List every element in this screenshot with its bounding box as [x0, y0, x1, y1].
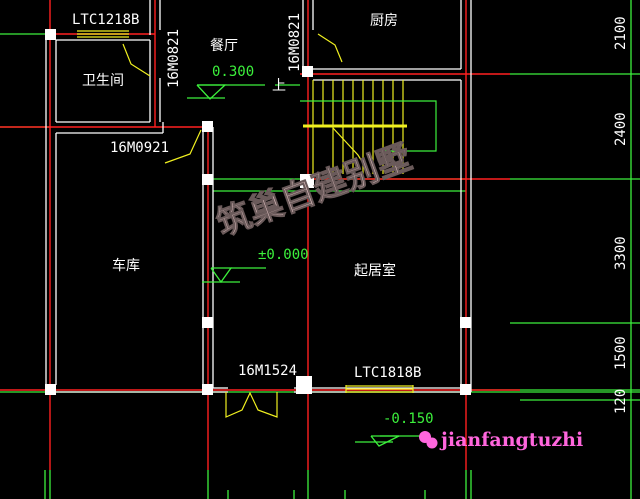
- elevation-living: ±0.000: [258, 247, 309, 263]
- door-label-kitchen: 16M0821: [287, 13, 303, 72]
- window-label-top: LTC1218B: [72, 12, 139, 28]
- door-label-garage: 16M0921: [110, 140, 169, 156]
- door-label-main: 16M1524: [238, 363, 297, 379]
- dim-1500: 1500: [613, 336, 629, 370]
- door-label-bath: 16M0821: [166, 29, 182, 88]
- stairs: [303, 80, 407, 175]
- room-kitchen: 厨房: [370, 13, 398, 29]
- elevation-markers: [187, 84, 420, 447]
- stair-arrow: [275, 84, 437, 152]
- room-garage: 车库: [112, 257, 140, 274]
- walls: [45, 0, 472, 393]
- brand-watermark: jianfangtuzhi: [439, 429, 583, 451]
- dim-2100: 2100: [613, 16, 629, 50]
- stair-up-label: 上: [272, 78, 286, 94]
- dim-120: 120: [613, 389, 629, 414]
- axis-lines: [0, 0, 520, 470]
- elevation-outside: -0.150: [383, 411, 434, 427]
- room-living: 起居室: [354, 262, 396, 279]
- windows: [77, 30, 414, 393]
- wechat-icon: [419, 431, 438, 449]
- door-swings: [122, 33, 343, 418]
- dim-3300: 3300: [613, 236, 629, 270]
- columns: [45, 29, 471, 395]
- elevation-dining: 0.300: [212, 64, 254, 80]
- dim-2400: 2400: [613, 112, 629, 146]
- window-label-bottom: LTC1818B: [354, 365, 421, 381]
- room-bathroom: 卫生间: [82, 73, 124, 89]
- room-dining: 餐厅: [210, 38, 238, 54]
